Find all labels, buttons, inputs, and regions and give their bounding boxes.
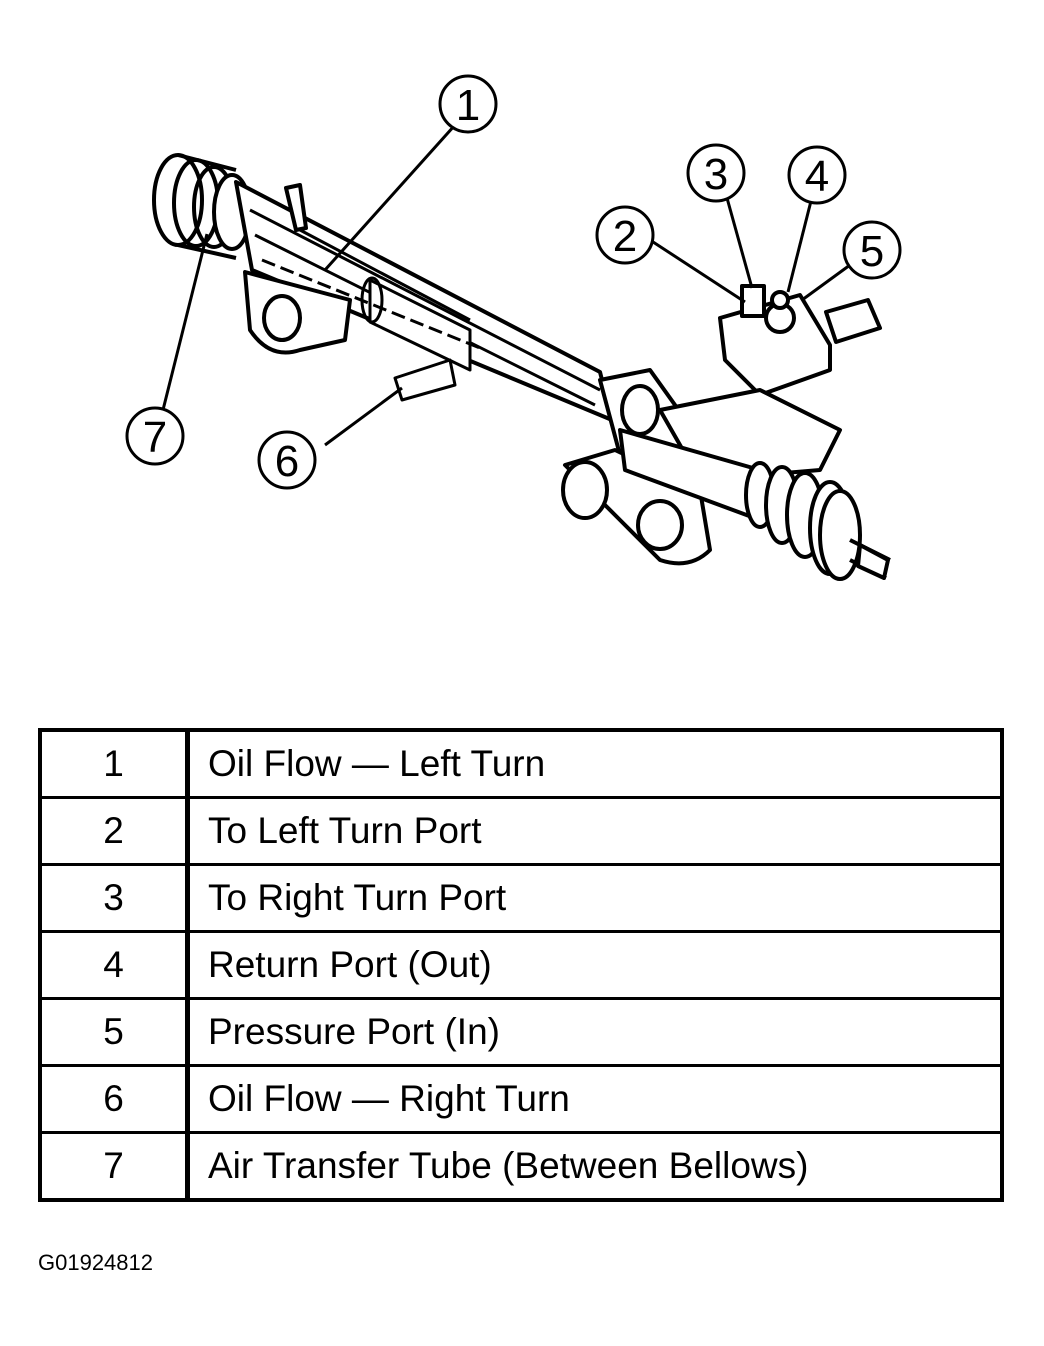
svg-text:3: 3 bbox=[704, 150, 728, 199]
legend-number: 6 bbox=[38, 1064, 190, 1134]
legend-number: 7 bbox=[38, 1131, 190, 1202]
legend-number: 2 bbox=[38, 796, 190, 866]
legend-number: 4 bbox=[38, 930, 190, 1000]
callout-2: 2 bbox=[595, 205, 655, 265]
legend-description: To Left Turn Port bbox=[186, 796, 1004, 866]
figure-id: G01924812 bbox=[38, 1250, 153, 1275]
steering-rack-diagram: 1 2 3 4 5 6 7 bbox=[125, 74, 902, 581]
legend-description: Oil Flow — Right Turn bbox=[186, 1064, 1004, 1134]
svg-text:6: 6 bbox=[275, 437, 299, 486]
steering-rack-illustration bbox=[152, 153, 891, 581]
right-bellows bbox=[744, 461, 862, 581]
valve-housing bbox=[718, 293, 832, 397]
table-row: 3 To Right Turn Port bbox=[38, 863, 1004, 933]
legend-description: Return Port (Out) bbox=[186, 930, 1004, 1000]
svg-text:2: 2 bbox=[613, 212, 637, 261]
callout-7: 7 bbox=[125, 406, 185, 466]
table-row: 5 Pressure Port (In) bbox=[38, 997, 1004, 1067]
leader-lines bbox=[161, 123, 851, 447]
table-row: 1 Oil Flow — Left Turn bbox=[38, 728, 1004, 799]
legend-number: 1 bbox=[38, 728, 190, 799]
callout-1: 1 bbox=[438, 74, 498, 134]
table-row: 7 Air Transfer Tube (Between Bellows) bbox=[38, 1131, 1004, 1202]
legend-number: 3 bbox=[38, 863, 190, 933]
table-row: 2 To Left Turn Port bbox=[38, 796, 1004, 866]
svg-text:7: 7 bbox=[143, 413, 167, 462]
callout-5: 5 bbox=[842, 220, 902, 280]
callout-3: 3 bbox=[686, 143, 746, 203]
legend-number: 5 bbox=[38, 997, 190, 1067]
legend-description: Pressure Port (In) bbox=[186, 997, 1004, 1067]
table-row: 6 Oil Flow — Right Turn bbox=[38, 1064, 1004, 1134]
table-row: 4 Return Port (Out) bbox=[38, 930, 1004, 1000]
callout-4: 4 bbox=[787, 145, 847, 205]
svg-text:1: 1 bbox=[456, 81, 480, 130]
svg-text:4: 4 bbox=[805, 152, 829, 201]
legend-description: To Right Turn Port bbox=[186, 863, 1004, 933]
callout-6: 6 bbox=[257, 430, 317, 490]
left-bellows bbox=[152, 153, 252, 260]
legend-table: 1 Oil Flow — Left Turn 2 To Left Turn Po… bbox=[38, 728, 1004, 1202]
svg-text:5: 5 bbox=[860, 227, 884, 276]
legend-description: Oil Flow — Left Turn bbox=[186, 728, 1004, 799]
legend-description: Air Transfer Tube (Between Bellows) bbox=[186, 1131, 1004, 1202]
